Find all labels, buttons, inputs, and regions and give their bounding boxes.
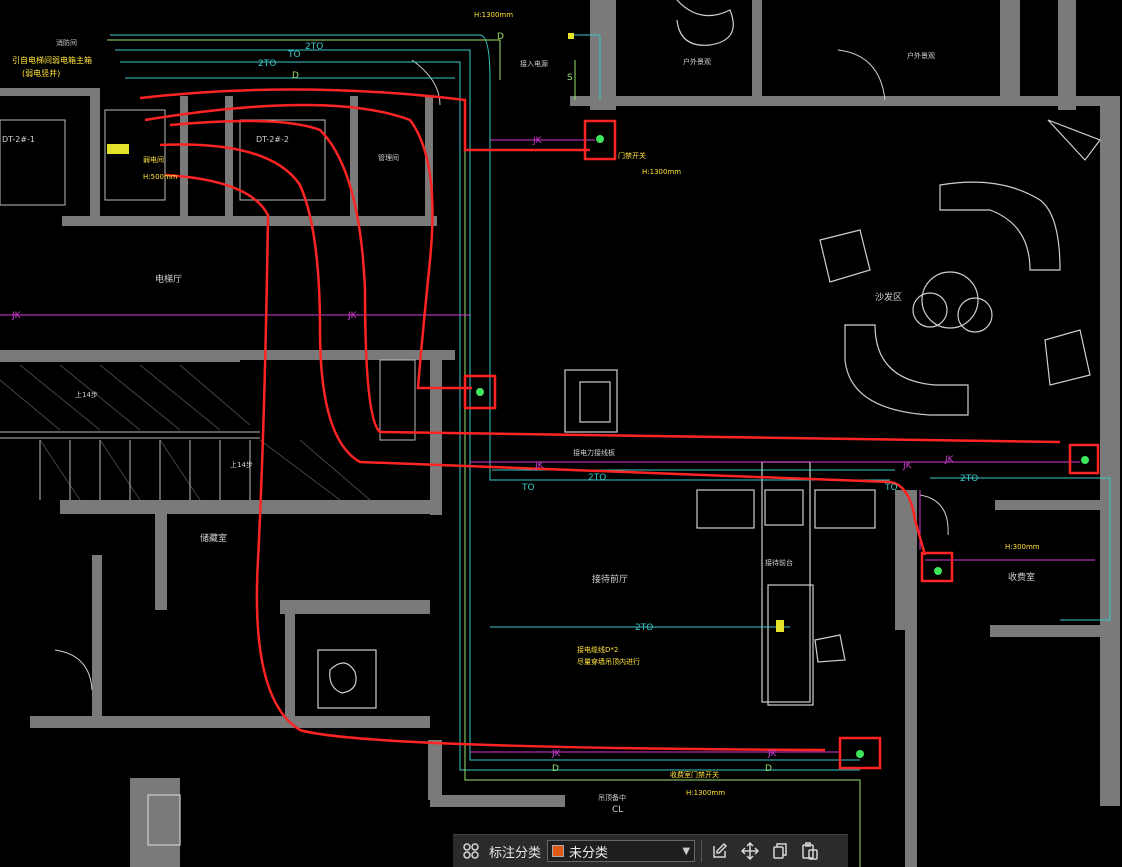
label-jk-3: JK [532,136,543,146]
note-dt1: DT-2#-1 [2,135,35,144]
label-2to-5: 2TO [960,474,978,484]
category-select-value: 未分类 [569,845,609,861]
room-storage: 储藏室 [200,532,227,544]
note-cable-2: 尽量穿墙吊顶内进行 [577,657,640,666]
category-label: 标注分类 [489,845,542,861]
label-to-3: TO [884,483,898,493]
outlet-markers [476,135,1089,758]
note-stair-2: 上14步 [230,460,253,469]
furniture [147,0,1101,846]
doors [54,49,949,691]
room-elevator-hall: 电梯厅 [155,273,182,285]
note-height-3: H:300mm [1005,543,1040,551]
label-d-4: D [765,764,772,774]
note-height-4: H:500mm [143,173,178,181]
note-height-1: H:1300mm [474,11,513,19]
label-jk-5: JK [902,461,913,471]
label-jk-4: JK [534,461,545,471]
edit-icon[interactable] [708,839,732,863]
note-side: 弱电间 [143,155,164,164]
label-jk-1: JK [11,311,22,321]
note-ceiling: 吊顶备中 [598,793,626,802]
label-to-2: TO [521,483,535,493]
stairs [0,109,416,500]
chevron-down-icon: ▼ [682,845,691,857]
red-markup [139,88,1100,770]
note-height-2: H:1300mm [642,168,681,176]
label-2to-2: 2TO [258,59,276,69]
note-door: 收费室门禁开关 [670,770,719,779]
toolbar-divider [701,840,703,862]
note-lift: 引自电梯间弱电箱主箱 [12,55,92,65]
label-jk-6: JK [944,455,955,465]
annotation-toolbar: 标注分类 未分类 ▼ [453,834,848,867]
label-jk-7: JK [551,749,562,759]
hatch [0,364,371,501]
label-s-1: S [567,73,573,83]
label-2to-3: 2TO [635,623,653,633]
room-mgmt: 管理间 [378,153,399,162]
label-d-1: D [497,32,504,42]
label-2to-4: 2TO [588,473,606,483]
label-d-3: D [552,764,559,774]
note-hall-board: 接电力接线板 [573,448,615,457]
label-d-2: D [292,71,299,81]
room-charging: 收费室 [1008,571,1035,583]
category-select[interactable]: 未分类 ▼ [547,840,696,862]
label-jk-8: JK [767,749,778,759]
room-outdoor: 户外景观 [683,57,711,66]
conduit-lines [110,34,1111,771]
note-cable: 接电缆线D*2 [577,645,618,654]
room-reception-hall: 接待前厅 [592,573,628,585]
label-cl: CL [612,805,623,815]
label-to-1: TO [287,50,301,60]
category-color-swatch [552,845,565,857]
note-power: 接入电源 [520,59,548,68]
note-fire: 消防间 [56,38,77,47]
label-jk-2: JK [347,311,358,321]
move-icon[interactable] [738,839,762,863]
grid-icon[interactable] [459,839,483,863]
note-magnet: 门禁开关 [618,151,646,160]
room-outdoor-2: 户外景观 [907,51,935,60]
devices [107,33,784,632]
label-2to-1: 2TO [305,42,323,52]
note-dt2: DT-2#-2 [256,135,289,144]
copy-icon[interactable] [768,839,792,863]
paste-icon[interactable] [798,839,822,863]
room-reception-desk: 接待前台 [765,558,793,567]
note-height-5: H:1300mm [686,789,725,797]
note-stair-1: 上14步 [75,390,98,399]
jk-lines [0,139,1095,753]
d-lines [107,39,861,867]
note-lift-2: (弱电竖井) [22,68,60,78]
room-sofa-area: 沙发区 [875,291,902,303]
